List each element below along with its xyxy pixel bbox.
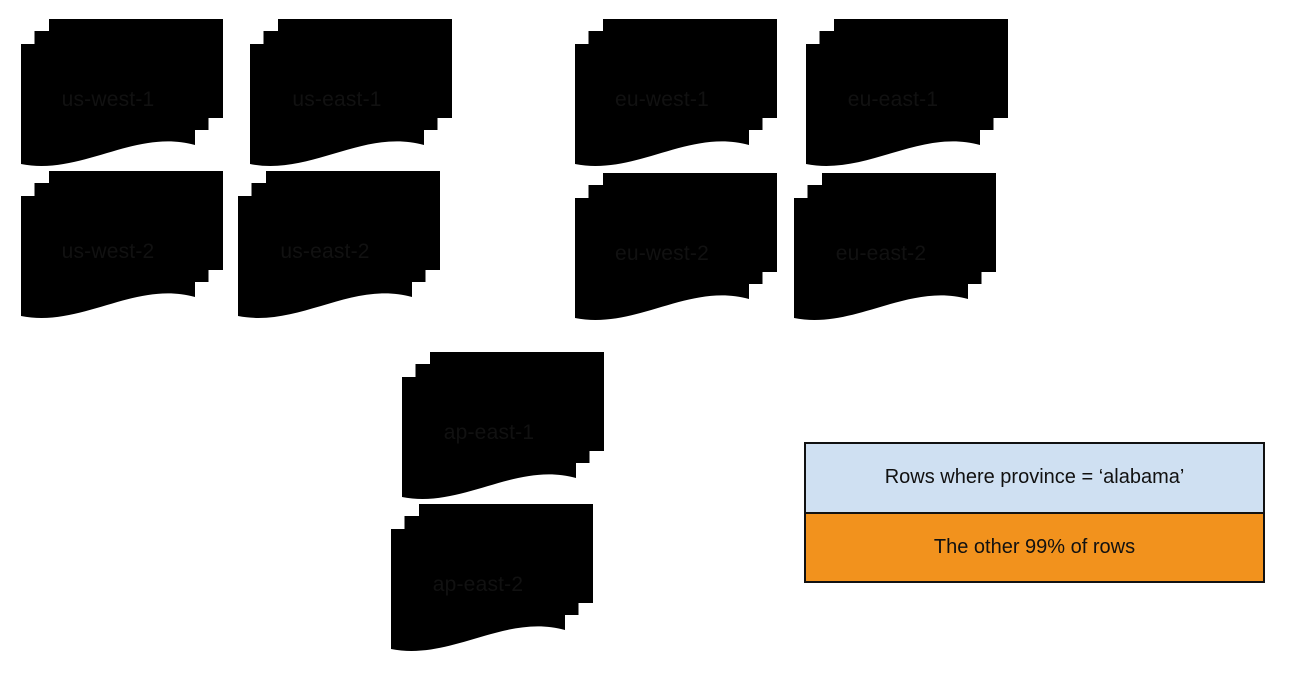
- region-stack-us-west-2: us-west-2: [20, 170, 226, 326]
- region-label: us-west-2: [61, 240, 155, 263]
- region-stack-eu-east-2: eu-east-2: [793, 172, 999, 328]
- region-stack-eu-east-1: eu-east-1: [805, 18, 1011, 174]
- region-stack-eu-west-2: eu-west-2: [574, 172, 780, 328]
- region-label: us-east-1: [292, 88, 382, 111]
- region-label: eu-east-1: [847, 88, 939, 111]
- legend-item-other-rows: The other 99% of rows: [806, 513, 1263, 581]
- legend-item-label: Rows where province = ‘alabama’: [884, 466, 1185, 489]
- region-stack-eu-west-1: eu-west-1: [574, 18, 780, 174]
- legend: Rows where province = ‘alabama’ The othe…: [804, 442, 1265, 583]
- region-stack-us-east-1: us-east-1: [249, 18, 455, 174]
- region-label: eu-west-2: [614, 242, 709, 265]
- region-stack-ap-east-2: ap-east-2: [390, 503, 596, 659]
- region-label: ap-east-2: [432, 573, 524, 596]
- legend-item-label: The other 99% of rows: [933, 535, 1136, 558]
- legend-item-alabama-rows: Rows where province = ‘alabama’: [806, 444, 1263, 514]
- region-label: us-east-2: [280, 240, 370, 263]
- region-stack-ap-east-1: ap-east-1: [401, 351, 607, 507]
- region-label: eu-west-1: [614, 88, 709, 111]
- region-label: eu-east-2: [835, 242, 927, 265]
- region-stack-us-west-1: us-west-1: [20, 18, 226, 174]
- region-label: ap-east-1: [443, 421, 535, 444]
- region-label: us-west-1: [61, 88, 155, 111]
- region-stack-us-east-2: us-east-2: [237, 170, 443, 326]
